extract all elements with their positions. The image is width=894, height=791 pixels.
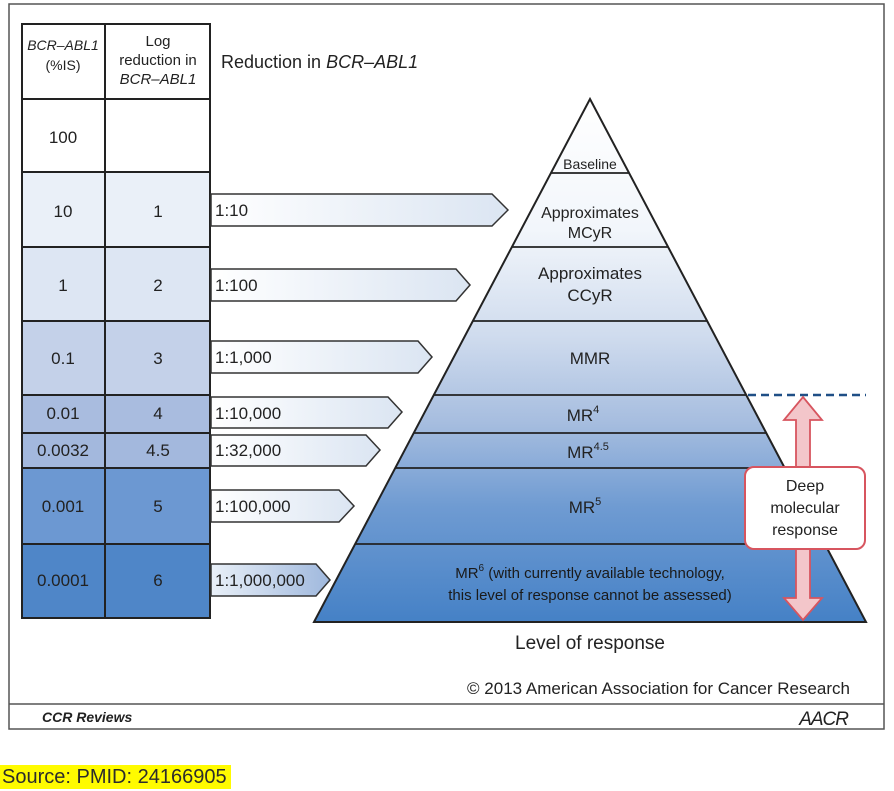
pct-value: 0.0001 bbox=[37, 571, 89, 590]
level-mr6-line1: MR6 (with currently available technology… bbox=[455, 563, 725, 582]
mr45-sup: 4.5 bbox=[594, 441, 609, 453]
copyright-text: © 2013 American Association for Cancer R… bbox=[467, 679, 850, 698]
col2-header-line2: reduction in bbox=[119, 52, 197, 69]
reduction-gene: BCR–ABL1 bbox=[326, 52, 418, 72]
ratio-label: 1:100,000 bbox=[215, 497, 291, 516]
pct-value: 10 bbox=[54, 202, 73, 221]
col2-header-line3: BCR–ABL1 bbox=[120, 71, 197, 88]
col2-header-line1: Log bbox=[145, 33, 170, 50]
ratio-arrow bbox=[210, 193, 510, 227]
ratio-arrow bbox=[210, 489, 356, 523]
ratio-label: 1:100 bbox=[215, 276, 258, 295]
ratio-arrows: 1:10 1:100 1:1,000 1:10,000 1:32,000 1:1… bbox=[210, 193, 510, 597]
source-note: Source: PMID: 24166905 bbox=[0, 765, 231, 789]
log-value: 5 bbox=[153, 497, 162, 516]
level-mr5: MR5 bbox=[569, 496, 602, 517]
pct-value: 0.1 bbox=[51, 349, 75, 368]
journal-label: CCR Reviews bbox=[42, 709, 132, 725]
ratio-label: 1:10,000 bbox=[215, 404, 281, 423]
row-bg-3 bbox=[22, 321, 210, 395]
pct-value: 1 bbox=[58, 276, 67, 295]
log-value: 6 bbox=[153, 571, 162, 590]
row-bg-6 bbox=[22, 468, 210, 544]
row-bg-5 bbox=[22, 433, 210, 468]
ratio-label: 1:10 bbox=[215, 201, 248, 220]
level-mcyr-line2: MCyR bbox=[568, 225, 612, 242]
log-value: 1 bbox=[153, 202, 162, 221]
level-mr6-line2: this level of response cannot be assesse… bbox=[448, 587, 732, 604]
level-mmr: MMR bbox=[570, 349, 611, 368]
log-value: 2 bbox=[153, 276, 162, 295]
mr45-base: MR bbox=[567, 443, 593, 462]
pct-value: 0.001 bbox=[42, 497, 85, 516]
mr6-base: MR bbox=[455, 565, 478, 582]
deep-response-line3: response bbox=[772, 522, 838, 539]
row-bg-2 bbox=[22, 247, 210, 321]
pyramid-shape bbox=[312, 96, 868, 623]
level-ccyr-line1: Approximates bbox=[538, 264, 642, 283]
row-bg-7 bbox=[22, 544, 210, 618]
mr4-base: MR bbox=[567, 406, 593, 425]
response-pyramid: Baseline Approximates MCyR Approximates … bbox=[312, 96, 868, 623]
pct-value: 0.01 bbox=[46, 404, 79, 423]
deep-response-line2: molecular bbox=[770, 500, 840, 517]
level-ccyr-line2: CCyR bbox=[567, 286, 612, 305]
row-bg-0 bbox=[22, 99, 210, 172]
col1-header-line2: (%IS) bbox=[46, 57, 81, 73]
deep-response-arrow: Deep molecular response bbox=[744, 395, 866, 622]
ratio-arrow bbox=[210, 340, 433, 374]
aacr-logo: AACR bbox=[798, 709, 849, 730]
data-table: BCR–ABL1 (%IS) Log reduction in BCR–ABL1… bbox=[21, 23, 211, 619]
mr6-sup: 6 bbox=[479, 563, 485, 574]
ratio-label: 1:1,000 bbox=[215, 348, 272, 367]
mr6-rest: (with currently available technology, bbox=[484, 565, 725, 582]
ratio-arrow bbox=[210, 396, 404, 429]
log-value: 3 bbox=[153, 349, 162, 368]
ratio-label: 1:32,000 bbox=[215, 441, 281, 460]
log-value: 4.5 bbox=[146, 441, 170, 460]
deep-response-line1: Deep bbox=[786, 478, 824, 495]
row-bg-1 bbox=[22, 172, 210, 247]
pct-value: 100 bbox=[49, 128, 77, 147]
level-mr45: MR4.5 bbox=[567, 441, 609, 462]
mr4-sup: 4 bbox=[593, 404, 599, 416]
level-of-response-label: Level of response bbox=[515, 633, 665, 654]
level-mr4: MR4 bbox=[567, 404, 600, 425]
ratio-arrow bbox=[210, 268, 471, 302]
ratio-arrow bbox=[210, 434, 382, 467]
pct-value: 0.0032 bbox=[37, 441, 89, 460]
mr5-base: MR bbox=[569, 498, 595, 517]
row-bg-4 bbox=[22, 395, 210, 433]
log-value: 4 bbox=[153, 404, 162, 423]
ratio-label: 1:1,000,000 bbox=[215, 571, 305, 590]
level-mcyr-line1: Approximates bbox=[541, 205, 639, 222]
level-baseline: Baseline bbox=[563, 156, 617, 172]
deep-response-box bbox=[744, 466, 866, 550]
reduction-heading: Reduction in BCR–ABL1 bbox=[221, 52, 418, 72]
mr5-sup: 5 bbox=[595, 496, 601, 508]
ratio-arrow bbox=[210, 563, 331, 597]
col1-header-line1: BCR–ABL1 bbox=[27, 37, 99, 53]
reduction-prefix: Reduction in bbox=[221, 52, 326, 72]
